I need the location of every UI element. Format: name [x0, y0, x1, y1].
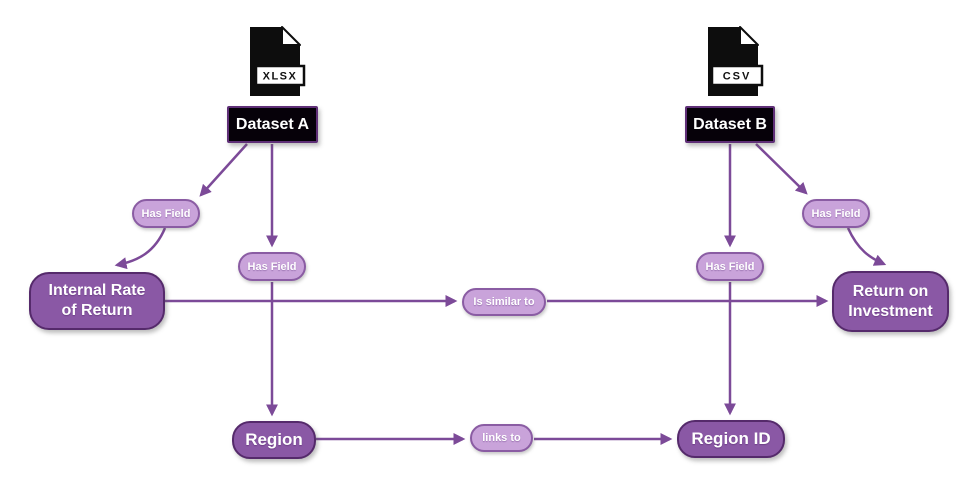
- edge-dataset-b-to-hasfield-roi: [755, 143, 808, 195]
- edge-hasfield-to-roi: [846, 227, 887, 266]
- csv-file-icon: CSV: [708, 26, 764, 96]
- edge-hasfield-to-irr: [114, 227, 167, 270]
- node-return-on-investment: Return on Investment: [832, 271, 949, 332]
- csv-file-type-label: CSV: [723, 71, 752, 83]
- node-internal-rate-of-return: Internal Rate of Return: [29, 272, 165, 330]
- edge-dataset-a-to-hasfield-irr: [199, 143, 248, 197]
- node-dataset-a: Dataset A: [227, 106, 318, 143]
- node-region-id: Region ID: [677, 420, 785, 458]
- node-dataset-b: Dataset B: [685, 106, 775, 143]
- xlsx-file-fold: [281, 26, 301, 46]
- csv-file-label-box: [710, 64, 764, 87]
- node-region: Region: [232, 421, 316, 459]
- xlsx-file-type-label: XLSX: [263, 71, 298, 83]
- edge-label-has-field-b-roi: Has Field: [802, 199, 870, 228]
- edge-label-has-field-a-region: Has Field: [238, 252, 306, 281]
- xlsx-file-label-box: [254, 64, 306, 87]
- edge-label-links-to: links to: [470, 424, 533, 452]
- edge-label-is-similar-to: Is similar to: [462, 288, 546, 316]
- csv-file-fold: [739, 26, 759, 46]
- xlsx-file-icon: XLSX: [250, 26, 306, 96]
- edge-label-has-field-b-region-id: Has Field: [696, 252, 764, 281]
- edge-label-has-field-a-irr: Has Field: [132, 199, 200, 228]
